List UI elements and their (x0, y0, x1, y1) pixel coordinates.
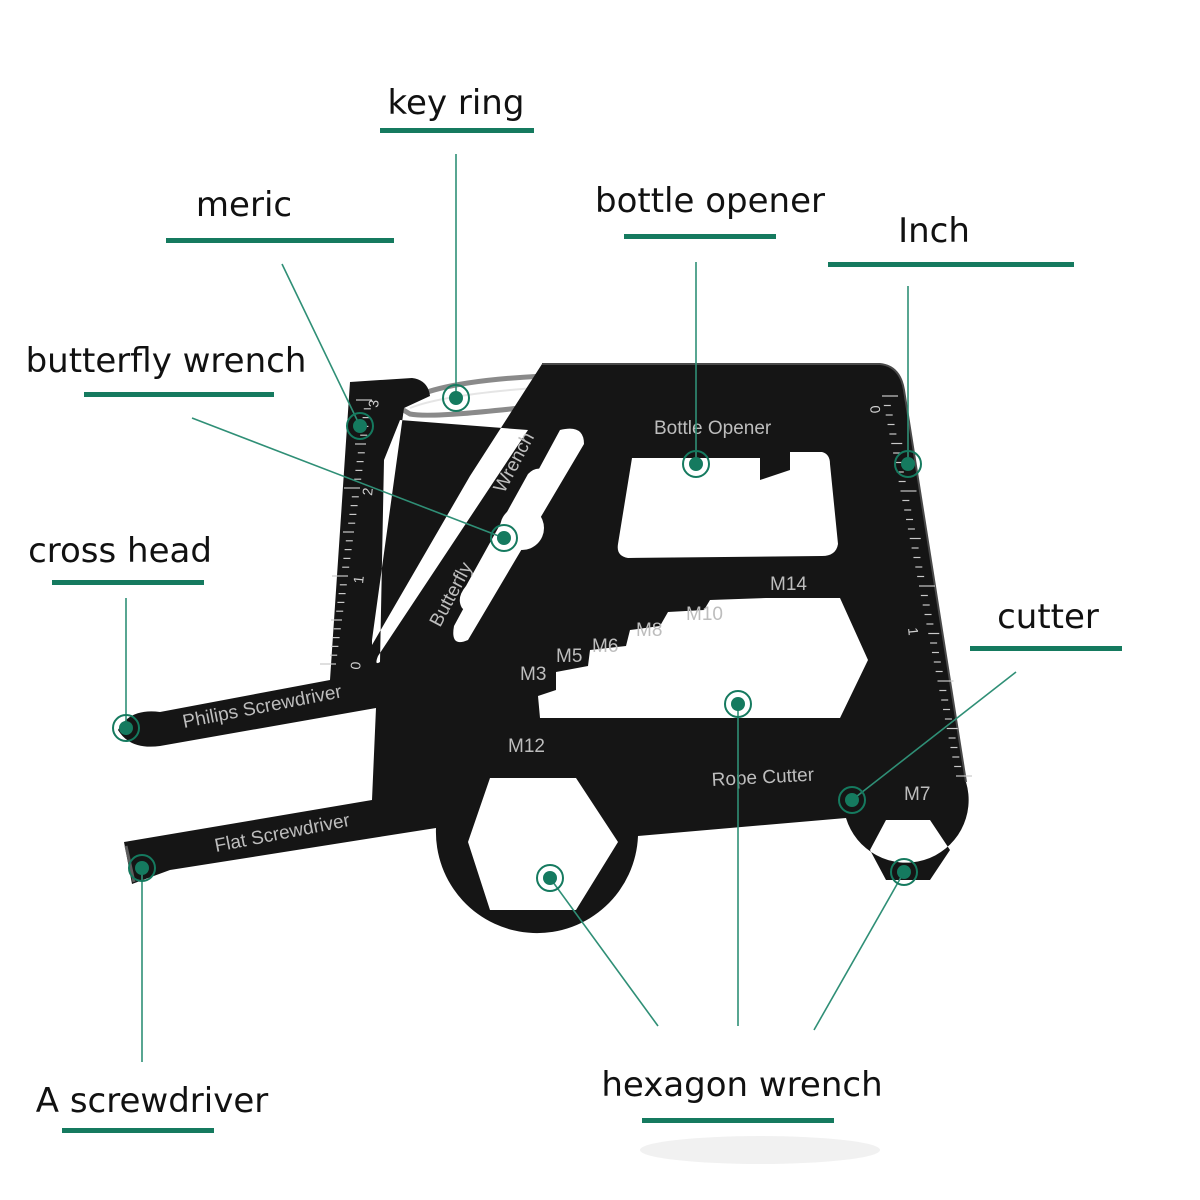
underline-butterfly-wrench (84, 392, 274, 397)
leader-lines (125, 154, 1017, 1062)
marker-cutter (838, 786, 866, 814)
label-meric: meric (196, 185, 292, 225)
engraving-bottle-opener: Bottle Opener (654, 418, 772, 439)
leader-cutter (851, 671, 1017, 801)
engraving-m3: M3 (520, 664, 546, 685)
marker-butterfly (490, 524, 518, 552)
tool-edge-highlight (542, 363, 967, 783)
underline-meric (166, 238, 394, 243)
target-markers (112, 384, 922, 892)
ruler-right-ticks (882, 395, 972, 777)
engraving-m14: M14 (770, 574, 807, 595)
underline-a-screwdriver (62, 1128, 214, 1133)
floor-shadow (640, 1136, 880, 1164)
engraving-m7: M7 (904, 784, 930, 805)
marker-meric (346, 412, 374, 440)
marker-a-screwdriver (128, 854, 156, 882)
marker-bottle-opener (682, 450, 710, 478)
label-key-ring: key ring (388, 83, 525, 123)
engraving-m6: M6 (592, 636, 618, 657)
tool-body (118, 364, 969, 934)
label-cross-head: cross head (28, 531, 212, 571)
underline-hexagon-wrench (642, 1118, 834, 1123)
label-butterfly-wrench: butterfly wrench (26, 341, 307, 381)
label-a-screwdriver: A screwdriver (36, 1081, 268, 1121)
label-bottle-opener: bottle opener (595, 181, 825, 221)
leader-butterfly (191, 417, 505, 539)
underline-inch (828, 262, 1074, 267)
marker-key-ring (442, 384, 470, 412)
label-cutter: cutter (997, 597, 1099, 637)
underline-bottle-opener (624, 234, 776, 239)
ruler-left-1: 1 (350, 575, 367, 585)
marker-inch (894, 450, 922, 478)
marker-hex-2 (724, 690, 752, 718)
multitool-card (118, 363, 969, 934)
label-hexagon-wrench: hexagon wrench (601, 1065, 882, 1105)
marker-hex-3 (890, 858, 918, 886)
marker-cross-head (112, 714, 140, 742)
ruler-right-1: 1 (905, 627, 922, 637)
marker-hex-1 (536, 864, 564, 892)
engraving-m12: M12 (508, 736, 545, 757)
ruler-left-0: 0 (347, 661, 364, 671)
engraving-m10: M10 (686, 604, 723, 625)
engraving-m8: M8 (636, 620, 662, 641)
leader-meric (281, 263, 361, 427)
leader-hex-3 (813, 871, 905, 1031)
ruler-right-0: 0 (867, 405, 884, 415)
callout-labels: key ring meric bottle opener Inch butter… (26, 83, 1122, 1133)
underline-key-ring (380, 128, 534, 133)
label-inch: Inch (898, 211, 970, 251)
underline-cross-head (52, 580, 204, 585)
ruler-left-3: 3 (365, 399, 382, 409)
underline-cutter (970, 646, 1122, 651)
ruler-left-2: 2 (359, 487, 376, 497)
leader-hex-1 (549, 877, 659, 1027)
engraving-m5: M5 (556, 646, 582, 667)
